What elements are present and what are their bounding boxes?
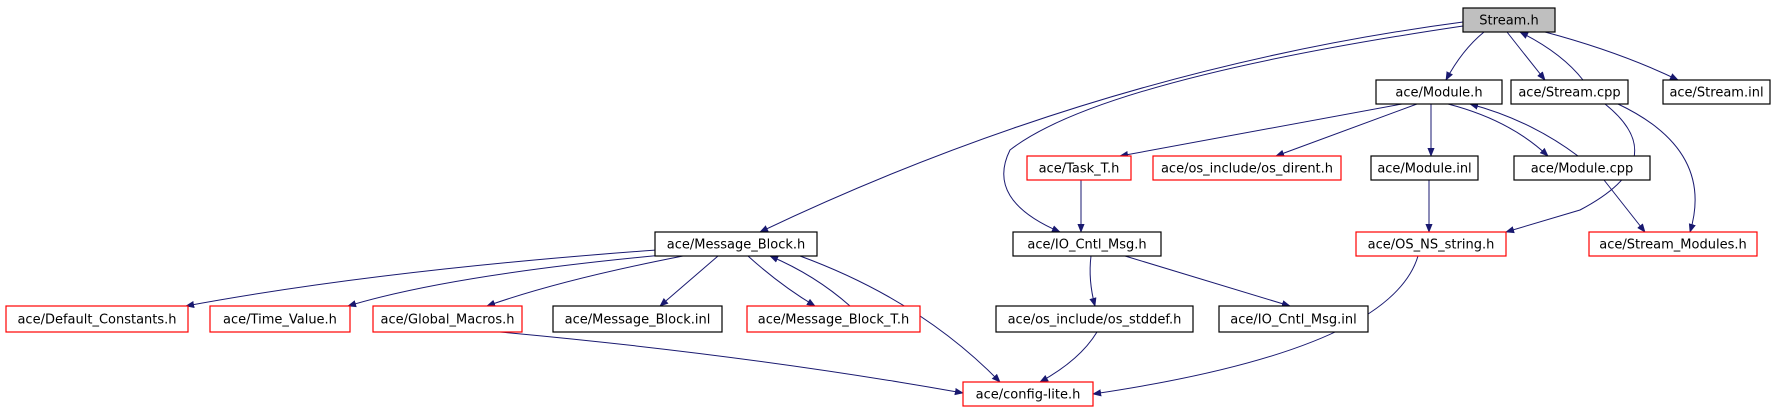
- node-box: [1662, 79, 1771, 105]
- node-label: ace/Message_Block.h: [667, 238, 806, 253]
- node-box: [1462, 7, 1556, 33]
- node-global-macros-h[interactable]: ace/Global_Macros.h: [372, 305, 523, 333]
- node-label: ace/Module.cpp: [1531, 162, 1634, 177]
- edge-message_block_h-to-message_block_inl: [659, 255, 719, 307]
- node-box: [1513, 155, 1651, 181]
- node-label: ace/Message_Block_T.h: [758, 313, 909, 328]
- node-message-block-t-h[interactable]: ace/Message_Block_T.h: [746, 305, 921, 333]
- node-box: [1355, 231, 1507, 257]
- edge-module_h-to-task_t_h: [1119, 103, 1403, 159]
- node-message-block-inl[interactable]: ace/Message_Block.inl: [552, 305, 723, 333]
- node-label: ace/Default_Constants.h: [17, 313, 176, 328]
- edge-stream_h-to-message_block_h: [759, 21, 1464, 233]
- edge-io_cntl_msg_h-to-os_stddef_h: [1089, 255, 1097, 307]
- node-label: Stream.h: [1479, 14, 1538, 29]
- node-label: ace/IO_Cntl_Msg.h: [1027, 238, 1146, 253]
- node-time-value-h[interactable]: ace/Time_Value.h: [209, 305, 351, 333]
- node-io-cntl-msg-inl[interactable]: ace/IO_Cntl_Msg.inl: [1218, 305, 1369, 333]
- edge-message_block_t_h-to-message_block_h: [769, 255, 851, 307]
- edges-layer: [185, 21, 1696, 397]
- node-message-block-h[interactable]: ace/Message_Block.h: [654, 231, 818, 257]
- node-stream-cpp[interactable]: ace/Stream.cpp: [1510, 79, 1629, 105]
- node-label: ace/Stream.inl: [1669, 86, 1763, 101]
- node-box: [1370, 155, 1479, 181]
- edge-module_cpp-to-stream_modules_h: [1603, 179, 1646, 233]
- node-box: [1218, 305, 1369, 333]
- node-module-inl[interactable]: ace/Module.inl: [1370, 155, 1479, 181]
- node-box: [209, 305, 351, 333]
- node-box: [995, 305, 1194, 333]
- node-label: ace/Stream.cpp: [1518, 86, 1620, 101]
- edge-module_h-to-os_dirent_h: [1275, 103, 1418, 157]
- node-module-cpp[interactable]: ace/Module.cpp: [1513, 155, 1651, 181]
- node-box: [1375, 79, 1503, 105]
- edge-message_block_h-to-message_block_t_h: [747, 255, 816, 307]
- node-label: ace/Stream_Modules.h: [1599, 238, 1746, 253]
- node-box: [1026, 155, 1132, 181]
- node-label: ace/Module.h: [1395, 86, 1482, 101]
- edge-message_block_h-to-default_constants_h: [185, 249, 658, 309]
- node-label: ace/Time_Value.h: [223, 313, 337, 328]
- node-default-constants-h[interactable]: ace/Default_Constants.h: [5, 305, 189, 333]
- node-label: ace/os_include/os_stddef.h: [1008, 313, 1182, 328]
- node-stream-h[interactable]: Stream.h: [1462, 7, 1556, 33]
- node-stream-inl[interactable]: ace/Stream.inl: [1662, 79, 1771, 105]
- node-box: [5, 305, 189, 333]
- node-label: ace/Global_Macros.h: [381, 313, 515, 328]
- edge-module_h-to-module_cpp: [1447, 103, 1549, 157]
- nodes-layer: Stream.h ace/Module.h ace/Stream.cpp ace/St…: [5, 7, 1771, 407]
- edge-module_cpp-to-module_h: [1469, 102, 1579, 157]
- edge-io_cntl_msg_h-to-io_cntl_msg_inl: [1124, 255, 1291, 308]
- node-label: ace/config-lite.h: [976, 388, 1081, 403]
- node-os-stddef-h[interactable]: ace/os_include/os_stddef.h: [995, 305, 1194, 333]
- edge-stream_cpp-to-stream_h: [1519, 31, 1584, 81]
- node-box: [1510, 79, 1629, 105]
- node-box: [1012, 231, 1162, 257]
- node-label: ace/Message_Block.inl: [565, 313, 711, 328]
- node-label: ace/OS_NS_string.h: [1368, 238, 1495, 253]
- node-box: [1152, 155, 1342, 181]
- node-box: [654, 231, 818, 257]
- node-box: [962, 381, 1094, 407]
- edge-message_block_h-to-time_value_h: [347, 254, 664, 308]
- node-box: [746, 305, 921, 333]
- node-box: [372, 305, 523, 333]
- edge-stream_cpp-to-stream_modules_h: [1617, 103, 1696, 233]
- edge-stream_h-to-stream_cpp: [1506, 31, 1546, 81]
- node-io-cntl-msg-h[interactable]: ace/IO_Cntl_Msg.h: [1012, 231, 1162, 257]
- node-label: ace/Task_T.h: [1039, 162, 1120, 177]
- node-label: ace/os_include/os_dirent.h: [1161, 162, 1333, 177]
- node-stream-modules-h[interactable]: ace/Stream_Modules.h: [1588, 231, 1758, 257]
- edge-stream_h-to-module_h: [1445, 31, 1485, 81]
- node-task-t-h[interactable]: ace/Task_T.h: [1026, 155, 1132, 181]
- node-os-ns-string-h[interactable]: ace/OS_NS_string.h: [1355, 231, 1507, 257]
- edge-message_block_h-to-global_macros_h: [486, 255, 684, 307]
- node-label: ace/Module.inl: [1377, 162, 1471, 177]
- node-module-h[interactable]: ace/Module.h: [1375, 79, 1503, 105]
- node-config-lite-h[interactable]: ace/config-lite.h: [962, 381, 1094, 407]
- edge-stream_h-to-stream_inl: [1544, 31, 1679, 81]
- node-box: [552, 305, 723, 333]
- node-os-dirent-h[interactable]: ace/os_include/os_dirent.h: [1152, 155, 1342, 181]
- edge-os_ns_string_h-to-config_lite_h: [1092, 255, 1419, 397]
- edge-global_macros_h-to-config_lite_h: [499, 331, 964, 396]
- edge-os_stddef_h-to-config_lite_h: [1039, 331, 1098, 383]
- node-box: [1588, 231, 1758, 257]
- node-label: ace/IO_Cntl_Msg.inl: [1230, 313, 1356, 328]
- edge-stream_h-to-io_cntl_msg_h: [1003, 25, 1464, 233]
